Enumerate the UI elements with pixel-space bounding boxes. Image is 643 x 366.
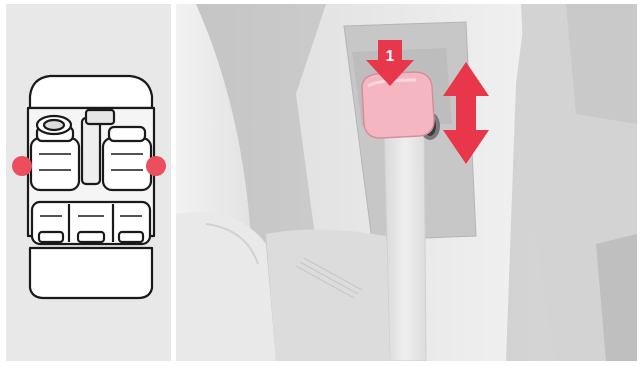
belt-adjuster-panel: 1	[176, 4, 637, 361]
seat-position-marker-left-icon	[12, 156, 32, 176]
seat-position-marker-right-icon	[146, 156, 166, 176]
seatbelt-height-adjuster-illustration: 1	[176, 4, 637, 361]
car-seat-layout-top-view-icon	[6, 4, 171, 361]
belt-height-adjuster-button	[362, 72, 434, 138]
step-number-label: 1	[386, 48, 395, 65]
seat-layout-panel	[6, 4, 171, 361]
